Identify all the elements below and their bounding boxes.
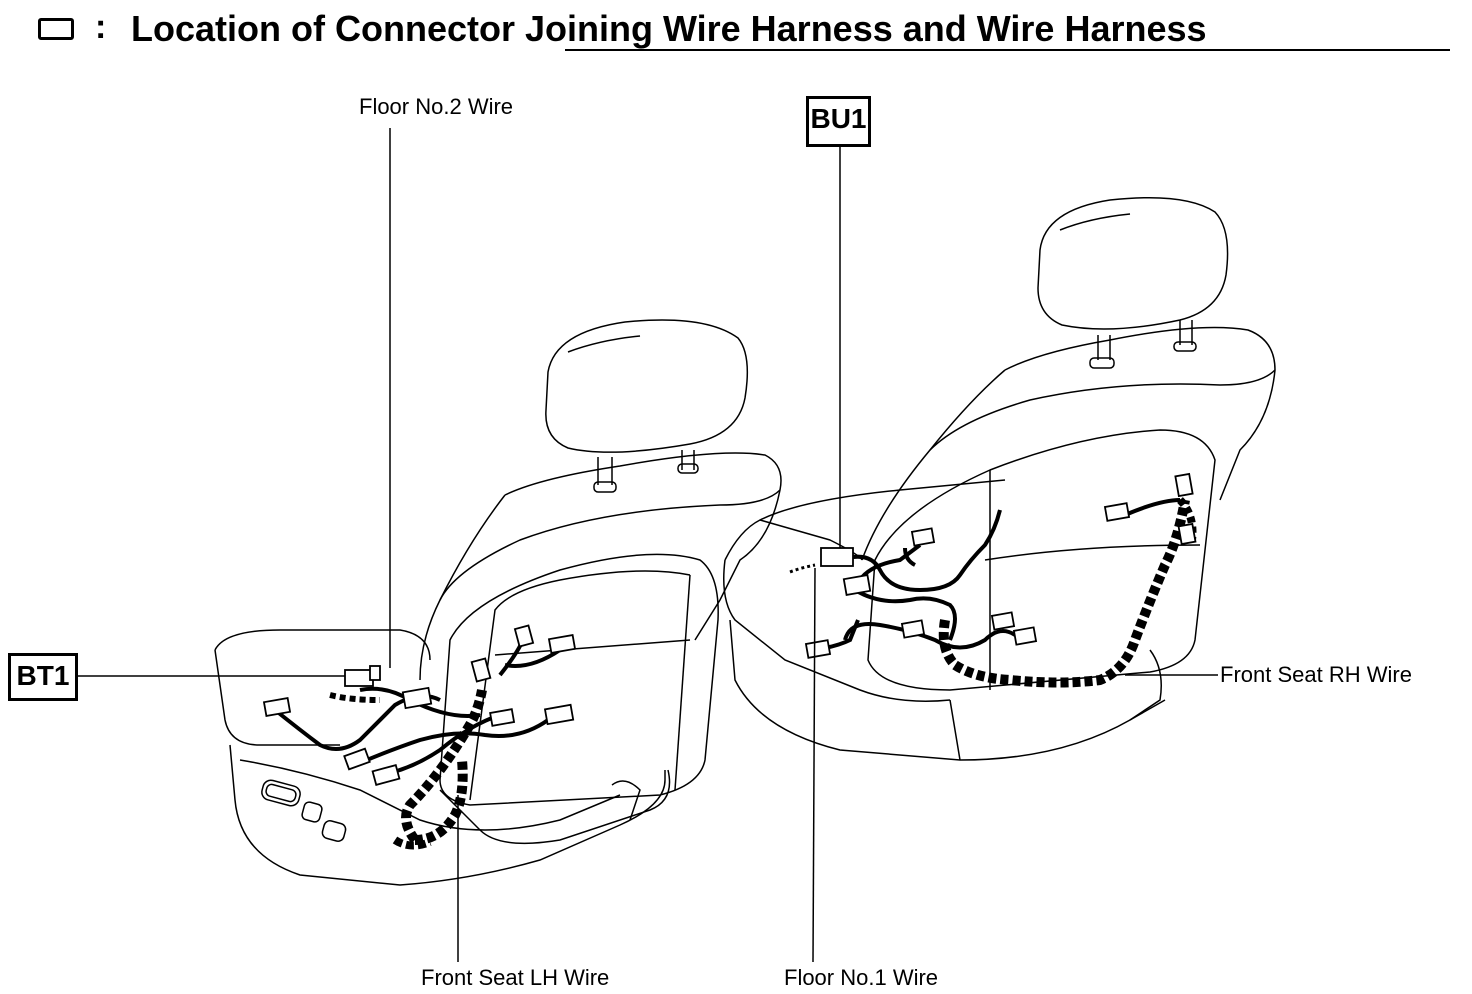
left-seat-connectors bbox=[262, 624, 577, 786]
left-seat-harness bbox=[273, 634, 562, 850]
label-front-seat-rh-wire: Front Seat RH Wire bbox=[1220, 662, 1412, 687]
right-seat bbox=[723, 196, 1276, 761]
connector-legend-icon bbox=[38, 18, 74, 40]
connector-bt1-code: BT1 bbox=[16, 660, 70, 691]
floor-no1-leader bbox=[812, 567, 816, 963]
right-headrest bbox=[1037, 196, 1229, 330]
right-seat-connectors bbox=[804, 472, 1197, 659]
connector-bt1: BT1 bbox=[8, 653, 78, 701]
connector-bu1: BU1 bbox=[806, 96, 871, 147]
page-title: Location of Connector Joining Wire Harne… bbox=[131, 8, 1207, 49]
connector-bu1-code: BU1 bbox=[810, 103, 867, 134]
label-floor-no2-wire: Floor No.2 Wire bbox=[359, 94, 514, 119]
left-headrest bbox=[545, 319, 749, 453]
left-seat bbox=[214, 319, 782, 886]
label-front-seat-lh-wire: Front Seat LH Wire bbox=[421, 965, 610, 990]
title-colon: : bbox=[95, 8, 107, 46]
page-header: : Location of Connector Joining Wire Har… bbox=[0, 0, 1472, 60]
title-underline bbox=[565, 49, 1450, 51]
leader-lines bbox=[78, 128, 1218, 963]
label-floor-no1-wire: Floor No.1 Wire bbox=[784, 965, 939, 990]
